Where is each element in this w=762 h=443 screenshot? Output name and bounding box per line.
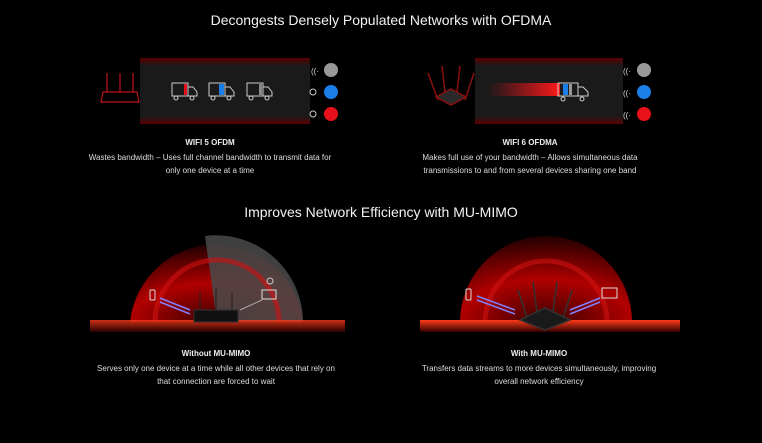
truck-icon: [246, 82, 273, 101]
wifi-signal-icon: ((·: [623, 89, 631, 98]
wifi-signal-icon: ((·: [623, 111, 631, 120]
truck-icon: [208, 82, 235, 101]
loading-icon: [266, 277, 274, 285]
video-icon: [324, 107, 338, 121]
description-line: overall network efficiency: [494, 377, 584, 386]
phone-icon: [465, 288, 472, 301]
with-mu-mimo-label: With MU-MIMO: [510, 349, 568, 358]
wifi5-label: WIFI 5 OFDM: [185, 138, 235, 147]
wifi6-description: Makes full use of your bandwidth – Allow…: [360, 151, 700, 177]
truck-icon: [171, 82, 198, 101]
router-icon: [100, 73, 140, 103]
wifi-signal-icon: ((·: [311, 67, 319, 76]
monitor-icon: [261, 289, 277, 300]
router-icon: [517, 281, 573, 331]
description-line: Transfers data streams to more devices s…: [421, 364, 657, 373]
monitor-icon: [601, 287, 618, 299]
loading-icon: [309, 88, 317, 96]
router-icon: [427, 65, 475, 106]
description-line: Serves only one device at a time while a…: [97, 364, 335, 373]
mail-icon: [637, 63, 651, 77]
without-mu-mimo-description: Serves only one device at a time while a…: [46, 362, 386, 388]
without-mu-mimo-illustration: [90, 235, 345, 332]
description-line: transmissions to and from several device…: [423, 166, 637, 175]
wifi6-label: WIFI 6 OFDMA: [502, 138, 558, 147]
phone-icon: [149, 289, 156, 301]
router-icon: [193, 288, 239, 323]
gamepad-icon: [324, 85, 338, 99]
mu-mimo-section-title: Improves Network Efficiency with MU-MIMO: [244, 204, 518, 220]
truck-icon: [557, 82, 589, 102]
wifi-signal-icon: ((·: [623, 67, 631, 76]
description-line: only one device at a time: [165, 166, 255, 175]
description-line: Makes full use of your bandwidth – Allow…: [422, 153, 638, 162]
with-mu-mimo-description: Transfers data streams to more devices s…: [369, 362, 709, 388]
description-line: Wastes bandwidth – Uses full channel ban…: [88, 153, 332, 162]
gamepad-icon: [637, 85, 651, 99]
ofdma-section-title: Decongests Densely Populated Networks wi…: [210, 12, 552, 28]
description-line: that connection are forced to wait: [157, 377, 275, 386]
wifi5-description: Wastes bandwidth – Uses full channel ban…: [40, 151, 380, 177]
with-mu-mimo-illustration: [420, 236, 680, 332]
mail-icon: [324, 63, 338, 77]
video-icon: [637, 107, 651, 121]
wifi6-ofdma-illustration: ((· ((· ((·: [427, 58, 651, 124]
loading-icon: [309, 110, 317, 118]
wifi5-ofdm-illustration: ((·: [100, 58, 338, 124]
without-mu-mimo-label: Without MU-MIMO: [181, 349, 251, 358]
